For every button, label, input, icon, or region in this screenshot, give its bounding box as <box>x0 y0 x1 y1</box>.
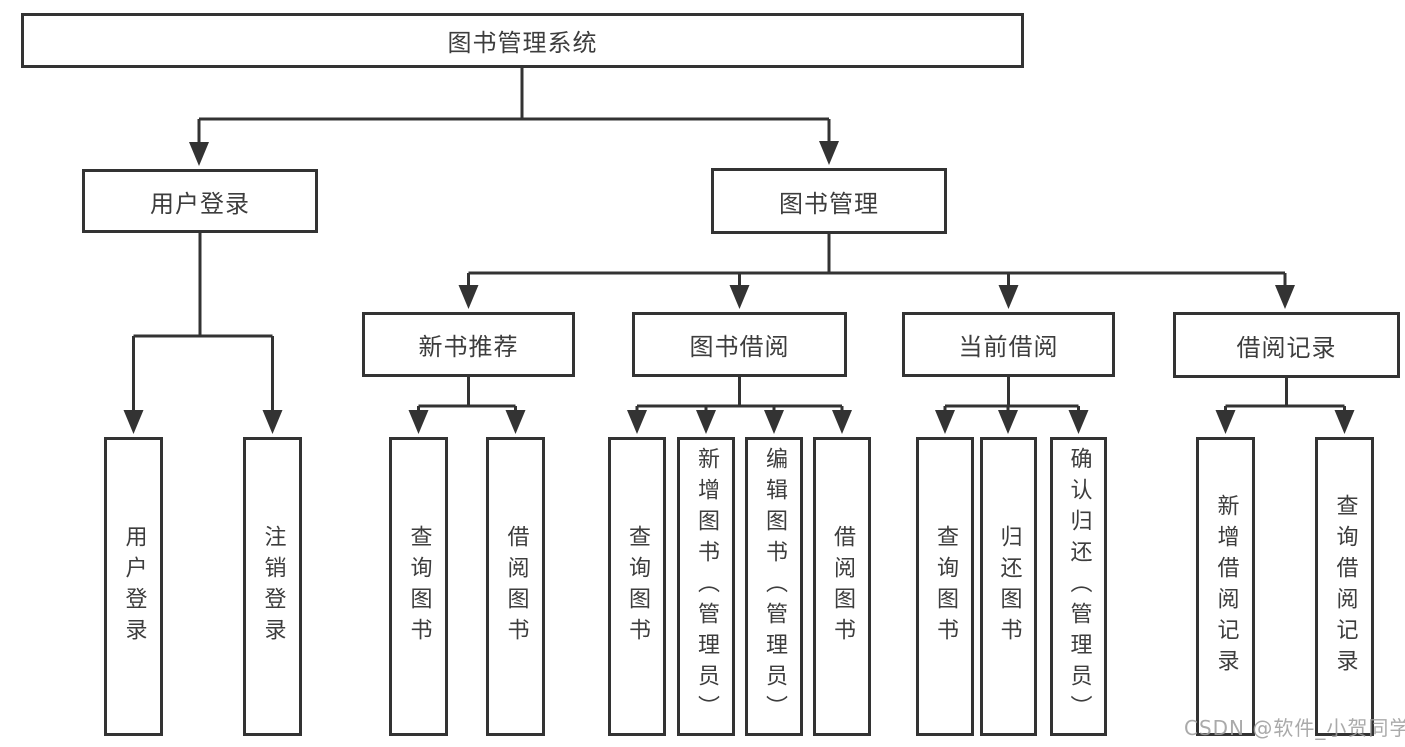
leaf-borrow-add-admin-label: 新增图书（管理员） <box>694 447 719 726</box>
leaf-newbook-borrow: 借阅图书 <box>486 437 545 736</box>
arrow-borrow-edit <box>764 410 784 434</box>
leaf-record-query-label: 查询借阅记录 <box>1332 493 1358 680</box>
leaf-user-login-label: 用户登录 <box>121 524 147 649</box>
arrow-to-current-borrowing <box>998 285 1019 309</box>
leaf-newbook-query-label: 查询图书 <box>406 524 432 649</box>
leaf-borrow-edit-admin-label: 编辑图书（管理员） <box>762 447 787 726</box>
arrow-current-return <box>998 410 1018 434</box>
node-current-borrowing-label: 当前借阅 <box>958 333 1059 361</box>
arrow-to-leaf-login <box>123 410 144 434</box>
node-root: 图书管理系统 <box>21 13 1024 68</box>
leaf-borrow-add-admin: 新增图书（管理员） <box>677 437 735 736</box>
leaf-borrow-borrow: 借阅图书 <box>813 437 871 736</box>
leaf-current-return: 归还图书 <box>980 437 1037 736</box>
leaf-current-confirm-admin: 确认归还（管理员） <box>1050 437 1107 736</box>
arrow-to-new-book <box>458 285 479 309</box>
csdn-watermark: CSDN @软件_小贺同学 <box>1184 716 1405 740</box>
arrow-borrow-borrow <box>832 410 852 434</box>
arrow-to-book-borrowing <box>729 285 750 309</box>
arrow-to-borrowing-records <box>1275 285 1295 309</box>
arrow-to-user-login <box>189 142 209 166</box>
leaf-record-add-label: 新增借阅记录 <box>1213 493 1239 680</box>
node-book-management-label: 图书管理 <box>779 189 879 218</box>
leaf-record-add: 新增借阅记录 <box>1196 437 1255 736</box>
node-root-label: 图书管理系统 <box>447 29 598 57</box>
arrow-borrow-add <box>696 410 716 434</box>
leaf-logout-label: 注销登录 <box>260 524 286 649</box>
arrow-to-book-management <box>819 141 839 165</box>
leaf-newbook-query: 查询图书 <box>389 437 448 736</box>
leaf-logout: 注销登录 <box>243 437 302 736</box>
arrow-record-query <box>1334 410 1355 434</box>
arrow-newbook-query <box>408 410 429 434</box>
node-new-book-recommendation: 新书推荐 <box>362 312 575 377</box>
leaf-current-query-label: 查询图书 <box>933 524 958 649</box>
node-user-login: 用户登录 <box>82 169 318 233</box>
leaf-borrow-borrow-label: 借阅图书 <box>830 524 855 649</box>
node-borrowing-records-label: 借阅记录 <box>1236 333 1337 362</box>
arrow-borrow-query <box>627 410 647 434</box>
arrow-record-add <box>1215 410 1236 434</box>
arrow-current-confirm <box>1068 410 1089 434</box>
node-current-borrowing: 当前借阅 <box>902 312 1115 377</box>
arrow-to-leaf-logout <box>262 410 283 434</box>
arrow-current-query <box>935 410 955 434</box>
leaf-user-login: 用户登录 <box>104 437 163 736</box>
leaf-current-return-label: 归还图书 <box>996 524 1022 649</box>
leaf-record-query: 查询借阅记录 <box>1315 437 1374 736</box>
leaf-borrow-edit-admin: 编辑图书（管理员） <box>745 437 803 736</box>
leaf-borrow-query: 查询图书 <box>608 437 666 736</box>
leaf-newbook-borrow-label: 借阅图书 <box>503 524 529 649</box>
leaf-borrow-query-label: 查询图书 <box>625 524 650 649</box>
leaf-current-query: 查询图书 <box>916 437 974 736</box>
arrow-newbook-borrow <box>505 410 526 434</box>
leaf-current-confirm-admin-label: 确认归还（管理员） <box>1066 447 1092 726</box>
node-book-management: 图书管理 <box>711 168 947 234</box>
node-book-borrowing: 图书借阅 <box>632 312 847 377</box>
node-new-book-recommendation-label: 新书推荐 <box>418 333 519 361</box>
node-user-login-label: 用户登录 <box>150 189 250 218</box>
node-book-borrowing-label: 图书借阅 <box>689 333 790 361</box>
node-borrowing-records: 借阅记录 <box>1173 312 1400 378</box>
